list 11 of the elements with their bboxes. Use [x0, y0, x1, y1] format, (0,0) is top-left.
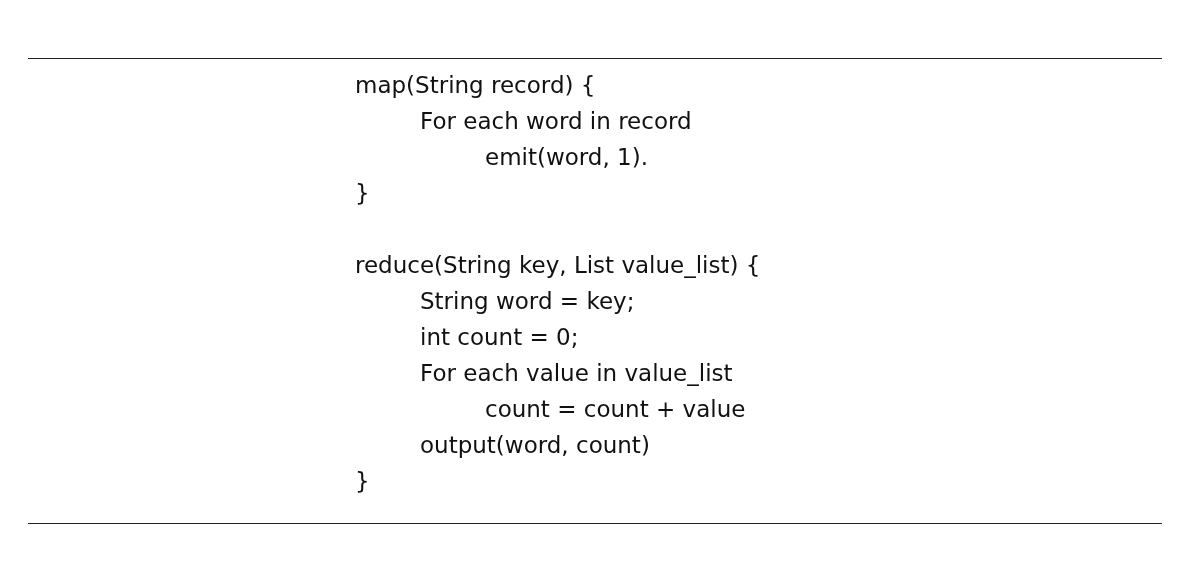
- code-line: count = count + value: [485, 395, 746, 424]
- code-line: For each word in record: [420, 107, 692, 136]
- code-line: reduce(String key, List value_list) {: [355, 251, 761, 280]
- code-line: int count = 0;: [420, 323, 579, 352]
- code-line: output(word, count): [420, 431, 650, 460]
- code-line: String word = key;: [420, 287, 635, 316]
- code-line: For each value in value_list: [420, 359, 733, 388]
- code-line: map(String record) {: [355, 71, 596, 100]
- code-line: emit(word, 1).: [485, 143, 648, 172]
- code-line: }: [355, 179, 370, 208]
- code-line: }: [355, 467, 370, 496]
